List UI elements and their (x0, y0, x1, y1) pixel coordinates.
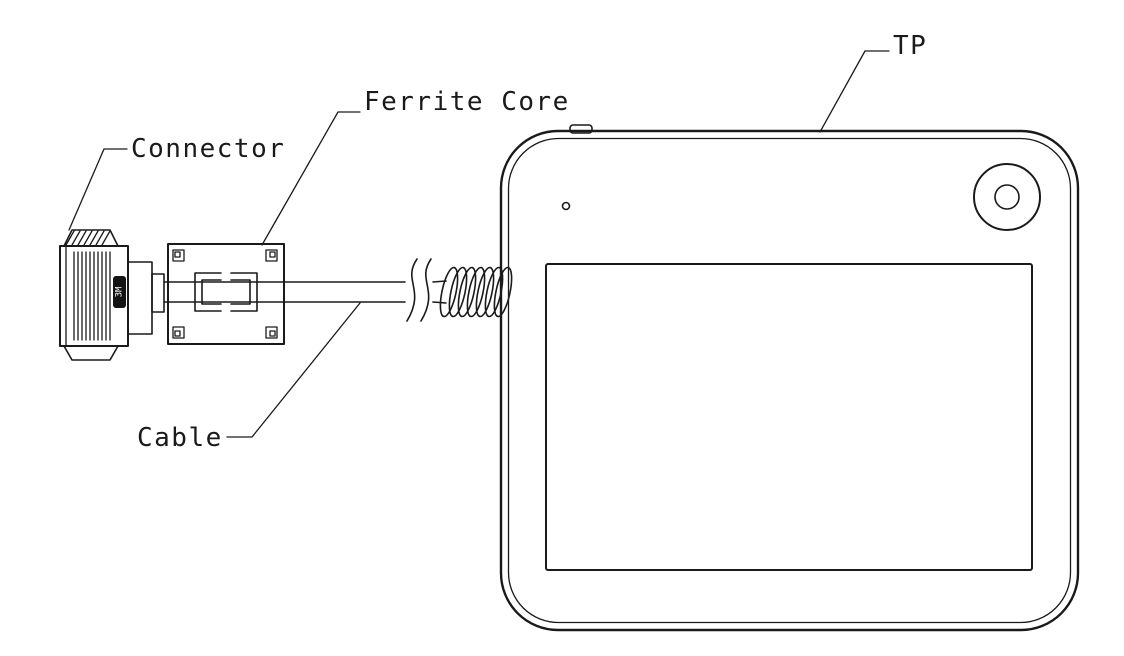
connector-leader-line (68, 148, 128, 231)
tp-outer-outline (499, 129, 1080, 632)
tp-device (499, 124, 1080, 632)
connector-grip-ribs (73, 251, 111, 341)
ferrite-core-leader-line (261, 111, 361, 246)
tp-camera-lens (994, 184, 1020, 210)
cable-assembly (163, 258, 513, 322)
annotations: Connector Ferrite Core Cable TP (68, 31, 927, 453)
connector: 3M (59, 229, 165, 361)
cable-break-curve-right (420, 258, 432, 322)
cable-bottom-line-2 (432, 301, 447, 304)
cable-top-line-2 (432, 280, 447, 283)
connector-boot (127, 261, 153, 335)
cable-leader-line (226, 302, 361, 438)
label-connector: Connector (131, 134, 285, 164)
connector-brand-badge (113, 276, 126, 308)
tp-leader-line (819, 50, 890, 133)
label-tp: TP (893, 31, 927, 61)
label-ferrite-core: Ferrite Core (364, 87, 570, 117)
ferrite-core-body (167, 243, 285, 345)
connector-neck (151, 273, 165, 313)
tp-inner-outline (507, 137, 1072, 624)
tp-led-hole (561, 201, 571, 211)
connector-brand-text: 3M (115, 286, 125, 297)
cable-strain-relief-coil (439, 266, 513, 318)
ferrite-center-clips (194, 272, 258, 312)
tp-top-button (569, 124, 593, 134)
cable-break-curve-left (406, 258, 418, 322)
ferrite-core (167, 243, 285, 345)
tp-camera-ring (973, 163, 1041, 231)
tp-screen (545, 263, 1033, 571)
label-cable: Cable (137, 423, 223, 453)
ferrite-corner-latches (172, 249, 278, 339)
connector-cap-hatch (65, 230, 111, 246)
connector-bottom-taper (63, 345, 119, 361)
